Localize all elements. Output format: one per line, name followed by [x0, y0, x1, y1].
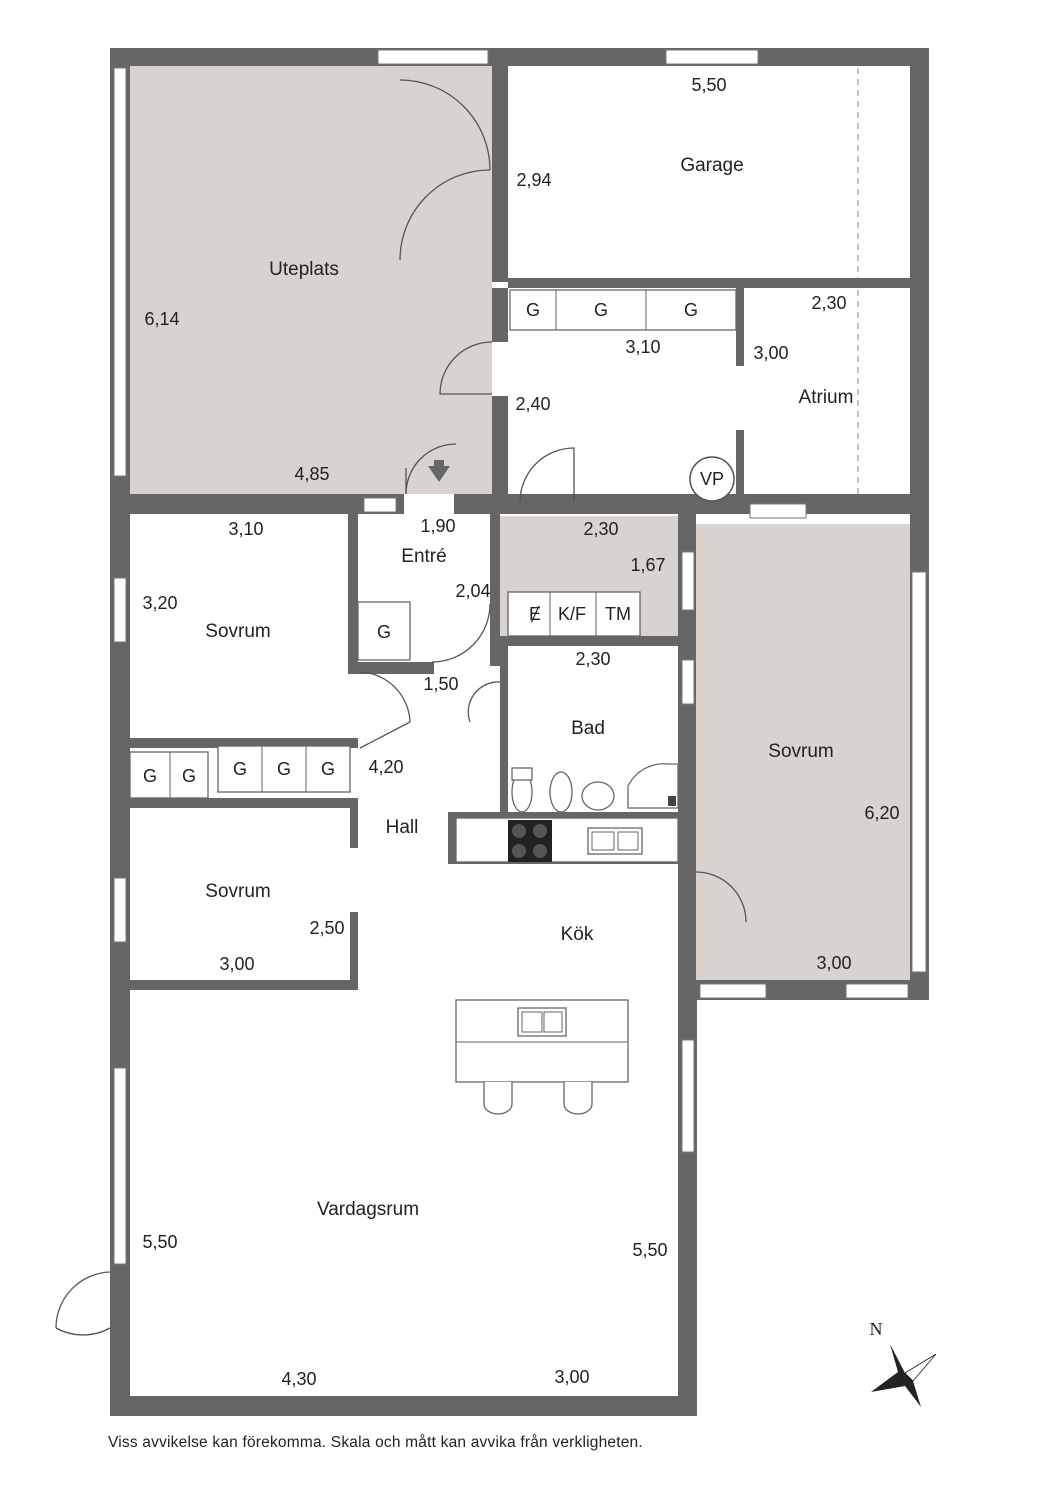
compass-north-label: N: [870, 1319, 883, 1339]
storage-boxes: [129, 289, 737, 799]
closet-label: G: [182, 766, 196, 786]
dim-label: 2,94: [516, 170, 551, 190]
room-label-hall: Hall: [386, 817, 419, 838]
dim-label: 2,30: [811, 293, 846, 313]
dim-label: 2,30: [583, 519, 618, 539]
room-label-vardagsrum: Vardagsrum: [317, 1199, 419, 1220]
windows: [113, 49, 927, 1265]
uteplats-area: [130, 66, 492, 494]
storage-label: G: [526, 300, 540, 320]
dim-label: 2,30: [575, 649, 610, 669]
dim-label: 4,30: [281, 1369, 316, 1389]
doors: [55, 79, 747, 1336]
dim-label: 1,50: [423, 674, 458, 694]
bathroom-fixtures: [511, 763, 679, 813]
kitchen-island: [455, 999, 629, 1115]
dim-label: 3,20: [142, 593, 177, 613]
room-label-garage: Garage: [680, 155, 743, 176]
dim-label: 3,00: [554, 1367, 589, 1387]
closet-label: G: [321, 759, 335, 779]
room-label-sovrum-nw: Sovrum: [205, 621, 270, 642]
dim-label: 5,50: [142, 1232, 177, 1252]
room-label-sovrum-sw: Sovrum: [205, 881, 270, 902]
compass-icon: [871, 1344, 937, 1407]
dim-label: 5,50: [632, 1240, 667, 1260]
dim-label: 1,90: [420, 516, 455, 536]
room-label-atrium: Atrium: [799, 387, 854, 408]
vp-heat-pump: [689, 456, 735, 502]
room-label-entre: Entré: [401, 546, 446, 567]
dim-label: 3,10: [625, 337, 660, 357]
room-label-kok: Kök: [561, 924, 594, 945]
disclaimer-text: Viss avvikelse kan förekomma. Skala och …: [108, 1434, 643, 1451]
closet-label: G: [277, 759, 291, 779]
vp-label: VP: [700, 469, 724, 489]
dim-label: 2,04: [455, 581, 490, 601]
closet-label: G: [143, 766, 157, 786]
dim-label: 3,00: [753, 343, 788, 363]
dim-label: 6,14: [144, 309, 179, 329]
laundry-label: Ɇ: [529, 604, 541, 624]
sovrum-east-area: [696, 524, 910, 980]
room-label-sovrum-east: Sovrum: [768, 741, 833, 762]
storage-label: G: [684, 300, 698, 320]
dim-label: 2,50: [309, 918, 344, 938]
dim-label: 5,50: [691, 75, 726, 95]
room-label-uteplats: Uteplats: [269, 259, 339, 280]
box-labels: G G G G Ɇ K/F TM G G G G G VP: [143, 300, 724, 786]
room-label-bad: Bad: [571, 718, 605, 739]
dim-label: 4,85: [294, 464, 329, 484]
dim-label: 3,00: [219, 954, 254, 974]
laundry-label: K/F: [558, 604, 586, 624]
dim-label: 1,67: [630, 555, 665, 575]
entrance-arrow-icon: [428, 460, 450, 482]
dim-label: 3,10: [228, 519, 263, 539]
laundry-label: TM: [605, 604, 631, 624]
dim-label: 6,20: [864, 803, 899, 823]
dim-label: 2,40: [515, 394, 550, 414]
dim-label: 4,20: [368, 757, 403, 777]
closet-label: G: [377, 622, 391, 642]
dimension-labels: 5,50 2,94 6,14 4,85 2,30 3,10 3,00 2,40 …: [142, 75, 899, 1389]
storage-label: G: [594, 300, 608, 320]
closet-label: G: [233, 759, 247, 779]
dim-label: 3,00: [816, 953, 851, 973]
